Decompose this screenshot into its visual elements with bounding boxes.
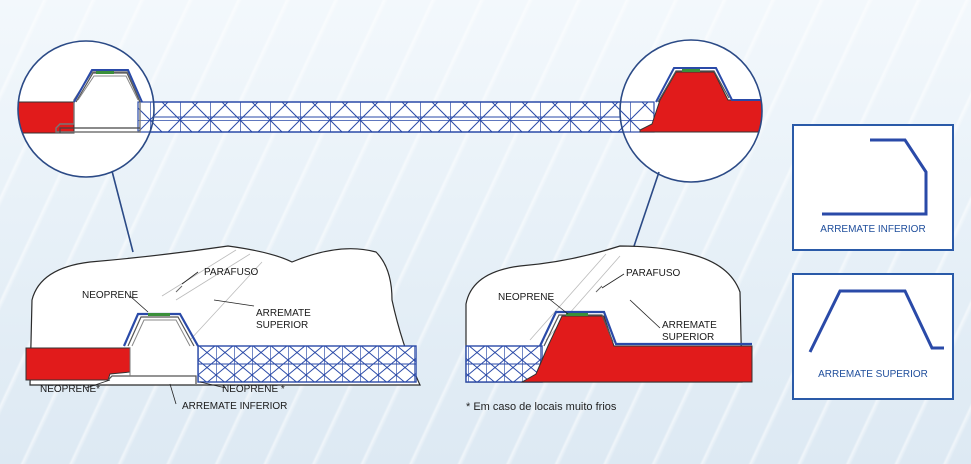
label-arremate-superior-right-2: SUPERIOR xyxy=(662,332,714,343)
label-neoprene-left-mid: NEOPRENE * xyxy=(222,384,285,395)
connector-left xyxy=(111,170,134,253)
label-parafuso-right: PARAFUSO xyxy=(626,268,680,279)
legend-inferior-caption: ARREMATE INFERIOR xyxy=(820,224,925,235)
connector-right xyxy=(629,171,660,259)
label-neoprene-left-top: NEOPRENE xyxy=(82,290,138,301)
label-neoprene-left-bottom: NEOPRENE* xyxy=(40,384,100,395)
label-parafuso-left: PARAFUSO xyxy=(204,267,258,278)
footnote: * Em caso de locais muito frios xyxy=(466,401,617,413)
top-left-detail-circle xyxy=(17,40,155,178)
label-arremate-superior-left-1: ARREMATE xyxy=(256,308,311,319)
legend-superior-caption: ARREMATE SUPERIOR xyxy=(818,369,928,380)
bottom-right-detail xyxy=(465,245,753,383)
legend-arremate-superior xyxy=(792,273,954,400)
label-arremate-inferior-left: ARREMATE INFERIOR xyxy=(182,401,287,412)
top-right-detail-circle xyxy=(619,39,763,183)
label-neoprene-right: NEOPRENE xyxy=(498,292,554,303)
top-panel-strip xyxy=(137,101,655,133)
legend-arremate-inferior xyxy=(792,124,954,251)
label-arremate-superior-right-1: ARREMATE xyxy=(662,320,717,331)
bottom-left-detail xyxy=(25,245,421,405)
label-arremate-superior-left-2: SUPERIOR xyxy=(256,320,308,331)
